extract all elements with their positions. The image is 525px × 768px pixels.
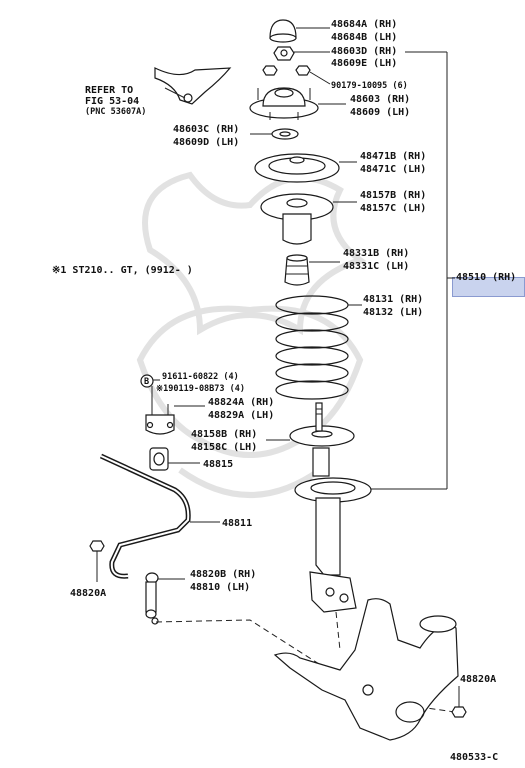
label-48603: 48603 (RH) 48609 (LH)	[350, 94, 410, 118]
svg-text:48829A (LH): 48829A (LH)	[208, 410, 274, 421]
mount-washer[interactable]	[271, 128, 299, 140]
bump-cap[interactable]	[269, 19, 297, 43]
svg-text:48609E (LH): 48609E (LH)	[331, 58, 397, 69]
svg-text:90179-10095 (6): 90179-10095 (6)	[331, 81, 408, 91]
svg-text:48132 (LH): 48132 (LH)	[363, 307, 423, 318]
stabilizer-bar[interactable]	[99, 453, 191, 579]
bolt-marker: B	[140, 374, 154, 388]
svg-text:48603 (RH): 48603 (RH)	[350, 94, 410, 105]
label-48820a-left: 48820A	[70, 588, 106, 599]
svg-text:48609 (LH): 48609 (LH)	[350, 107, 410, 118]
label-48603d: 48603D (RH) 48609E (LH)	[331, 46, 397, 69]
svg-text:48158B (RH): 48158B (RH)	[191, 429, 257, 440]
label-48603c: 48603C (RH) 48609D (LH)	[173, 124, 239, 148]
upper-spring-seat[interactable]	[254, 153, 340, 183]
svg-text:※190119-08B73 (4): ※190119-08B73 (4)	[156, 384, 245, 394]
label-48131: 48131 (RH) 48132 (LH)	[363, 294, 423, 318]
svg-text:FIG 53-04: FIG 53-04	[85, 96, 139, 107]
steering-knuckle[interactable]	[273, 598, 459, 741]
svg-text:48158C (LH): 48158C (LH)	[191, 442, 257, 453]
label-48684: 48684A (RH) 48684B (LH)	[331, 19, 397, 43]
svg-text:48603D (RH): 48603D (RH)	[331, 46, 397, 57]
svg-text:48811: 48811	[222, 518, 252, 529]
label-48815: 48815	[203, 459, 233, 470]
label-48820b: 48820B (RH) 48810 (LH)	[190, 569, 256, 593]
watermark-emblem	[136, 171, 367, 498]
svg-text:91611-60822 (4): 91611-60822 (4)	[162, 372, 239, 382]
svg-text:(PNC 53607A): (PNC 53607A)	[85, 107, 146, 117]
coil-spring[interactable]	[275, 295, 349, 400]
label-90179: 90179-10095 (6)	[331, 81, 408, 91]
link-nut-left[interactable]	[89, 540, 105, 552]
label-48824: 48824A (RH) 48829A (LH)	[208, 397, 274, 421]
model-note: ※1 ST210.. GT, (9912- )	[52, 265, 193, 276]
svg-text:48820B (RH): 48820B (RH)	[190, 569, 256, 580]
svg-text:48471B (RH): 48471B (RH)	[360, 151, 426, 162]
label-48331: 48331B (RH) 48331C (LH)	[343, 248, 409, 272]
strut-mount[interactable]	[249, 87, 319, 120]
label-48820a-right: 48820A	[460, 674, 496, 685]
svg-text:48824A (RH): 48824A (RH)	[208, 397, 274, 408]
svg-text:48684B (LH): 48684B (LH)	[331, 32, 397, 43]
svg-text:48510 (RH): 48510 (RH)	[456, 272, 516, 283]
bump-stopper[interactable]	[284, 254, 310, 286]
svg-text:REFER TO: REFER TO	[85, 85, 133, 96]
svg-text:48331B (RH): 48331B (RH)	[343, 248, 409, 259]
spring-insulator[interactable]	[260, 193, 334, 245]
mount-nut-right[interactable]	[295, 65, 311, 76]
svg-text:48131 (RH): 48131 (RH)	[363, 294, 423, 305]
stabilizer-bushing[interactable]	[149, 447, 169, 471]
label-48157: 48157B (RH) 48157C (LH)	[360, 190, 426, 214]
svg-text:48157B (RH): 48157B (RH)	[360, 190, 426, 201]
svg-text:48331C (LH): 48331C (LH)	[343, 261, 409, 272]
svg-text:48603C (RH): 48603C (RH)	[173, 124, 239, 135]
svg-text:480533-C: 480533-C	[450, 752, 498, 763]
svg-text:48815: 48815	[203, 459, 233, 470]
stabilizer-link[interactable]	[145, 572, 159, 625]
label-91611: 91611-60822 (4) ※190119-08B73 (4)	[156, 372, 245, 394]
svg-text:48810 (LH): 48810 (LH)	[190, 582, 250, 593]
assembly-number[interactable]: 48510 (RH)	[456, 272, 516, 283]
shock-absorber[interactable]	[294, 402, 372, 613]
svg-text:48609D (LH): 48609D (LH)	[173, 137, 239, 148]
svg-text:48157C (LH): 48157C (LH)	[360, 203, 426, 214]
diagram-id: 480533-C	[450, 752, 498, 763]
top-nut[interactable]	[273, 46, 295, 61]
svg-text:48820A: 48820A	[70, 588, 106, 599]
referenced-mount-sketch	[154, 67, 232, 105]
svg-text:48820A: 48820A	[460, 674, 496, 685]
link-nut-right[interactable]	[451, 706, 467, 718]
svg-text:B: B	[144, 377, 149, 387]
refer-note: REFER TO FIG 53-04 (PNC 53607A)	[85, 85, 146, 117]
mount-nut-left[interactable]	[262, 65, 278, 76]
svg-text:48684A (RH): 48684A (RH)	[331, 19, 397, 30]
label-48471: 48471B (RH) 48471C (LH)	[360, 151, 426, 175]
stabilizer-bracket[interactable]	[145, 386, 175, 435]
label-48811: 48811	[222, 518, 252, 529]
label-48158: 48158B (RH) 48158C (LH)	[191, 429, 257, 453]
svg-text:48471C (LH): 48471C (LH)	[360, 164, 426, 175]
svg-text:※1 ST210.. GT, (9912- ): ※1 ST210.. GT, (9912- )	[52, 265, 193, 276]
